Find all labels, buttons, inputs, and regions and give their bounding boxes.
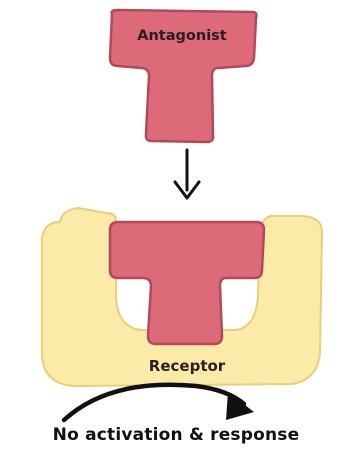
receptor-label: Receptor [149, 357, 226, 375]
antagonist-label: Antagonist [137, 28, 227, 44]
curved-arrow-right-icon [64, 385, 254, 420]
antagonist-molecule: Antagonist [110, 10, 257, 142]
bound-antagonist-shape [110, 222, 264, 344]
arrow-down-icon [175, 150, 199, 198]
response-caption: No activation & response [0, 425, 352, 445]
